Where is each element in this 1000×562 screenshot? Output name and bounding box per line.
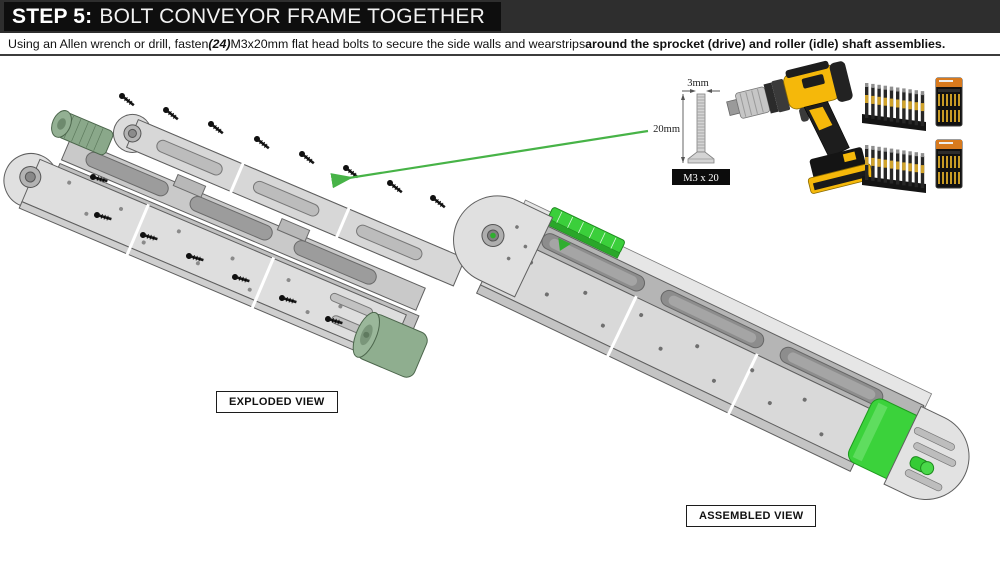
content-area: 3mm 20mm M3 x 20	[0, 56, 1000, 545]
exploded-view-drawing	[3, 91, 466, 378]
instruction-middle: M3x20mm flat head bolts to secure the si…	[230, 36, 586, 51]
callout-arrow	[330, 129, 649, 189]
diagram-canvas: 3mm 20mm M3 x 20	[3, 60, 970, 500]
roller-idle-exploded	[352, 311, 428, 378]
drill-icon	[726, 60, 874, 194]
bolt-length-label: 20mm	[653, 124, 680, 135]
bolt-diameter-label: 3mm	[687, 78, 709, 89]
bit-set-1-icon	[861, 77, 963, 132]
assembled-view-label: ASSEMBLED VIEW	[686, 505, 817, 527]
idle-shaft-nub	[909, 456, 935, 476]
instruction-emphasis: around the sprocket (drive) and roller (…	[585, 36, 946, 51]
bolt-diagram: 3mm 20mm M3 x 20	[653, 78, 730, 185]
title-text: BOLT CONVEYOR FRAME TOGETHER	[99, 4, 486, 28]
sprocket-drive-assembled	[544, 207, 625, 259]
assembled-view-drawing	[453, 195, 970, 500]
exploded-view-label: EXPLODED VIEW	[216, 391, 338, 413]
sprocket-drive-exploded	[51, 110, 114, 156]
bit-set-2-icon	[861, 139, 963, 194]
step-label: STEP 5:	[12, 4, 93, 28]
page-title: STEP 5: BOLT CONVEYOR FRAME TOGETHER	[4, 2, 502, 31]
instruction-lead: Using an Allen wrench or drill, fasten	[8, 36, 209, 51]
bolt-part-label: M3 x 20	[683, 173, 719, 184]
header-bar: STEP 5: BOLT CONVEYOR FRAME TOGETHER	[0, 0, 1000, 33]
instruction-quantity: (24)	[208, 36, 231, 51]
instruction-text: Using an Allen wrench or drill, fasten (…	[0, 33, 1000, 56]
